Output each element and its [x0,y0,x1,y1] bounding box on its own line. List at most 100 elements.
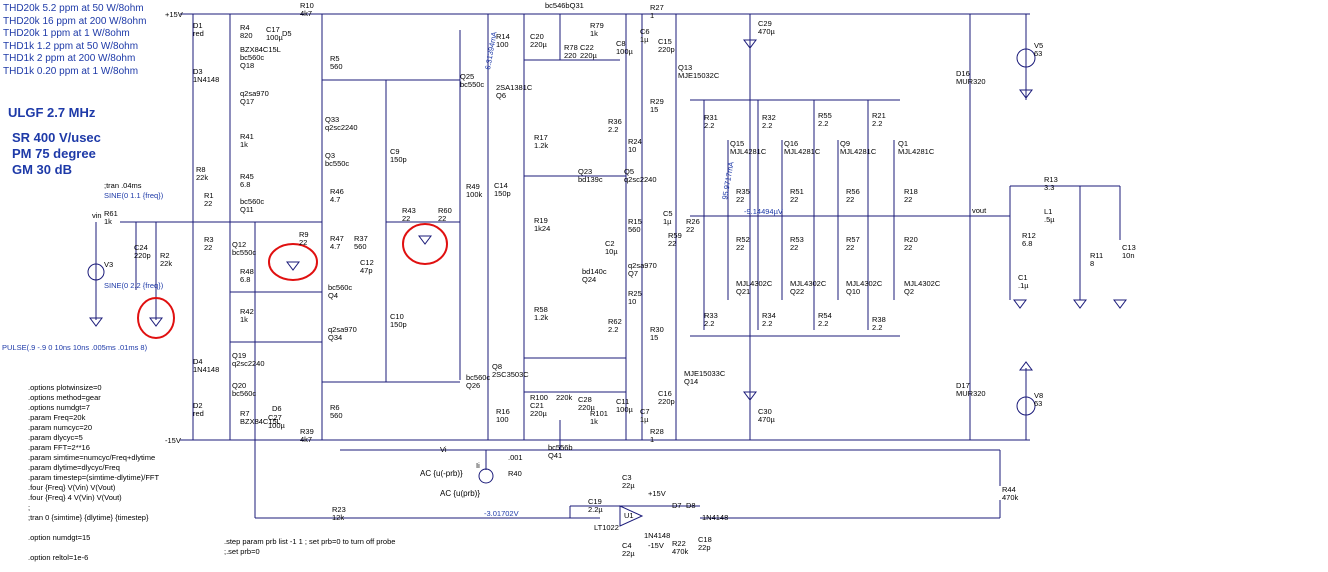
component-label[interactable]: U1 [624,512,634,520]
component-label[interactable]: 1N4148 [644,532,670,540]
component-label[interactable]: 1N4148 [702,514,728,522]
component-label[interactable]: D8 [686,502,696,510]
component-label[interactable]: -15V [648,542,664,550]
component-label[interactable]: 220k [556,394,572,402]
component-label[interactable]: C1.1µ [1018,274,1029,290]
component-label[interactable]: D7 [672,502,682,510]
component-label[interactable]: +15V [648,490,666,498]
component-label[interactable]: D6 [272,405,282,413]
component-label[interactable]: D5 [282,30,292,38]
component-label[interactable]: L1.5µ [1044,208,1055,224]
component-label[interactable]: R40 [508,470,522,478]
component-label[interactable]: V3 [104,261,113,269]
